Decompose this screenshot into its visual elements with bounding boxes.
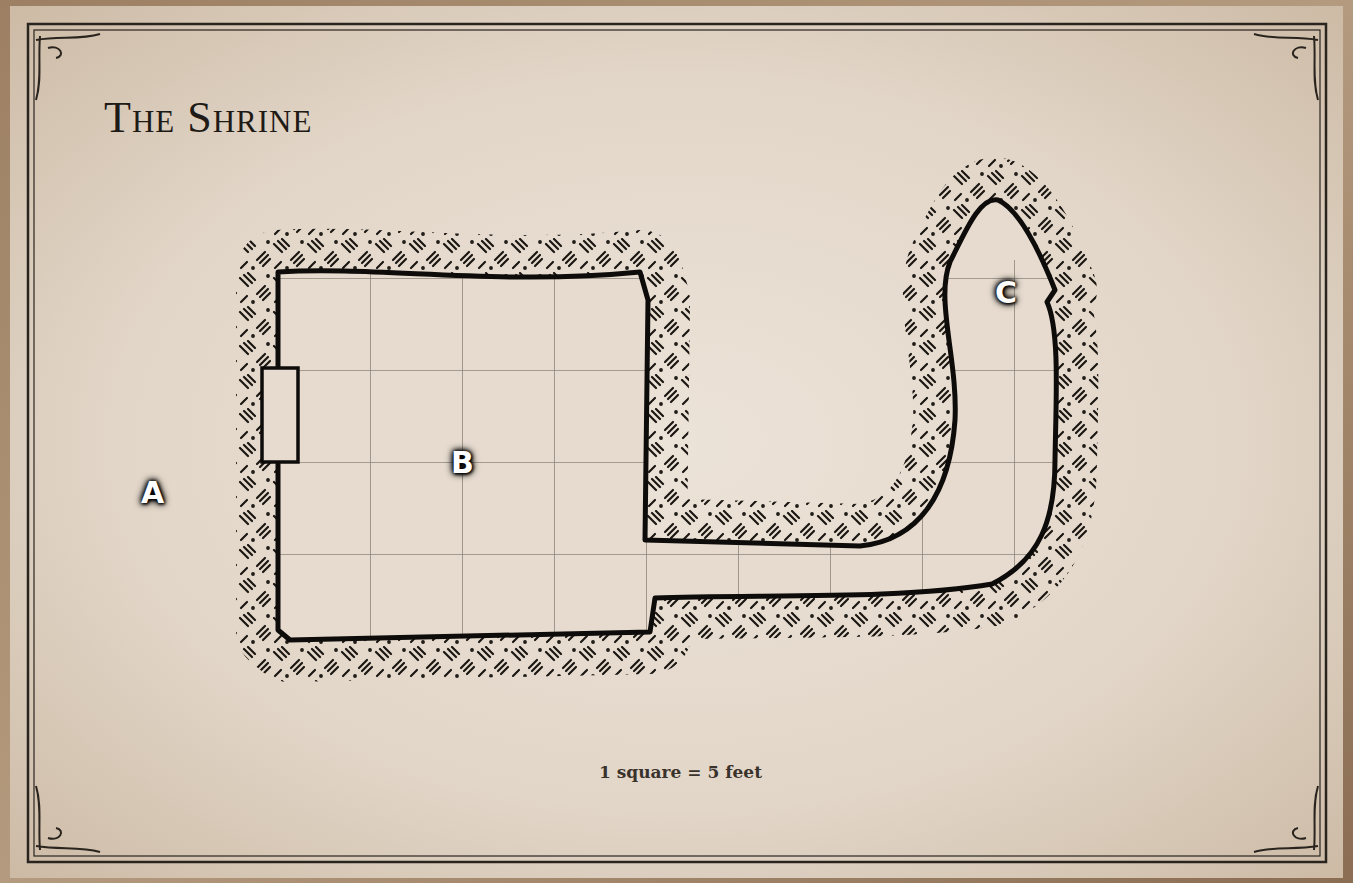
area-label: A [141,475,164,510]
area-label: B [451,445,474,480]
door [262,368,298,462]
map-title: The Shrine [104,92,312,143]
area-label: C [995,275,1017,310]
scale-note: 1 square = 5 feet [599,762,762,782]
